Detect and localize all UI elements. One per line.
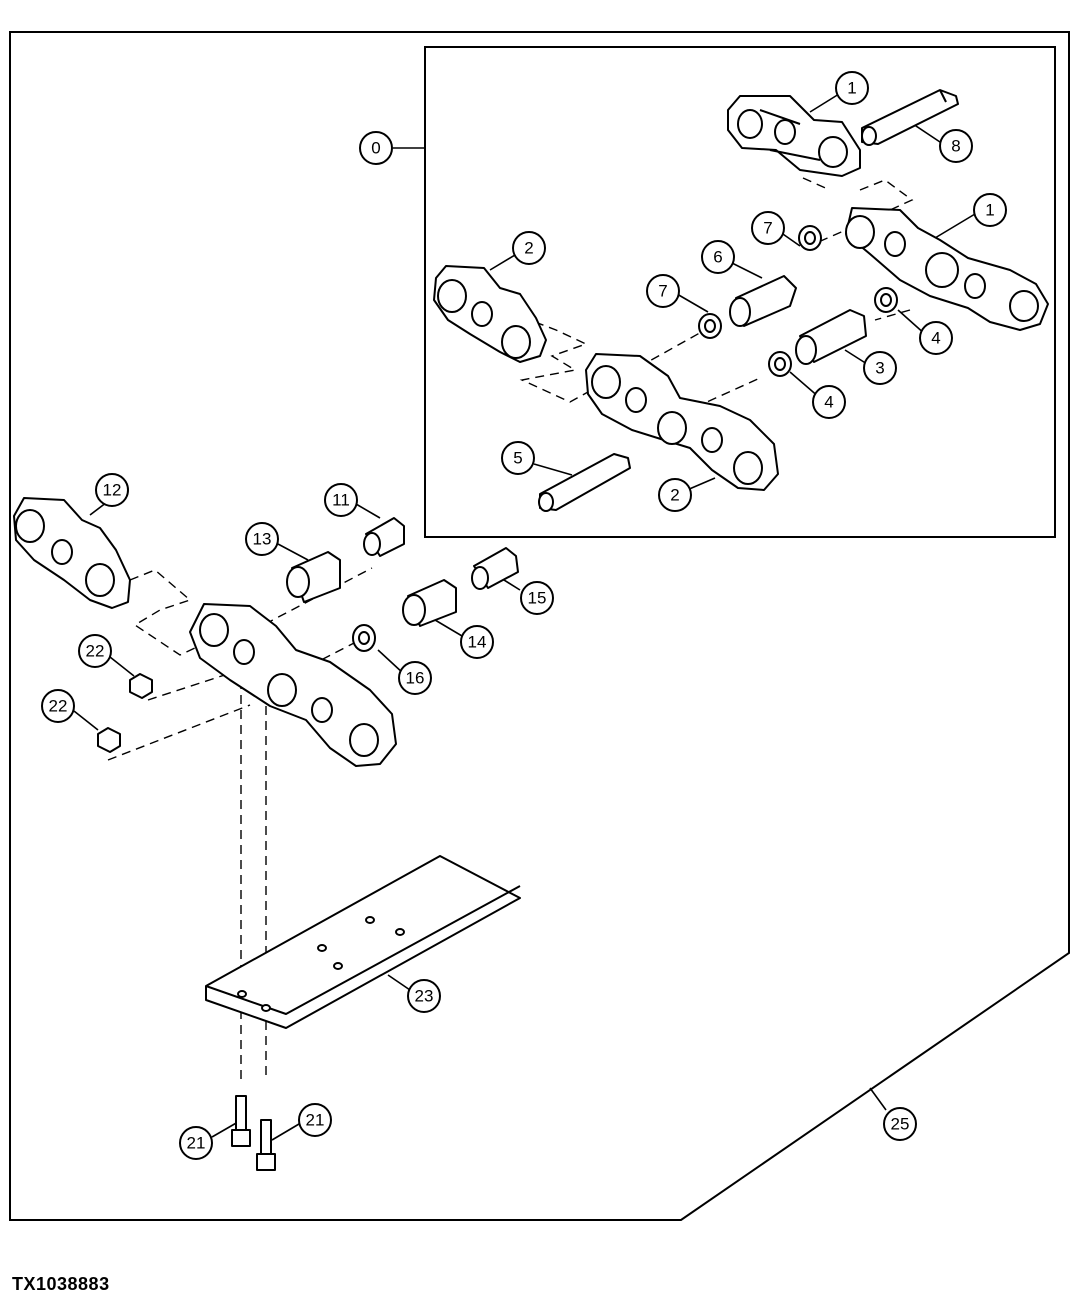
callout-8: 8 [939,129,973,163]
svg-text:7: 7 [658,282,667,301]
callout-2: 2 [512,231,546,265]
svg-text:23: 23 [415,987,434,1006]
svg-text:6: 6 [713,248,722,267]
bushing-3 [795,309,867,365]
callouts: 0 1 8 1 2 7 6 7 4 3 4 5 2 12 11 13 15 14… [41,71,1007,1160]
track-shoe-23 [205,855,521,1029]
svg-text:8: 8 [951,137,960,156]
svg-text:4: 4 [824,393,833,412]
callout-21: 21 [298,1103,332,1137]
bushing-14 [402,579,457,627]
callout-23: 23 [407,979,441,1013]
callout-1: 1 [973,193,1007,227]
link-left [433,265,547,363]
bushing-6 [729,275,797,327]
link-top-right [727,95,861,177]
track-link-parts [13,89,1049,1171]
link-12 [13,497,131,609]
svg-text:21: 21 [306,1111,325,1130]
callout-4: 4 [919,321,953,355]
svg-text:16: 16 [406,669,425,688]
seal-7-lower [698,313,722,339]
callout-25: 25 [883,1107,917,1141]
svg-text:1: 1 [847,79,856,98]
callout-12: 12 [95,473,129,507]
figure-id: TX1038883 [12,1274,110,1294]
seal-7-upper [798,225,822,251]
callout-21: 21 [179,1126,213,1160]
washer-16 [352,624,376,652]
bolt-21-right [256,1119,276,1171]
nut-22-lower [97,727,121,753]
callout-14: 14 [460,625,494,659]
inner-frame [424,46,1056,538]
svg-text:25: 25 [891,1115,910,1134]
bushing-11 [363,517,405,557]
callout-16: 16 [398,661,432,695]
callout-13: 13 [245,522,279,556]
svg-text:0: 0 [371,139,380,158]
callout-11: 11 [324,483,358,517]
svg-text:1: 1 [985,201,994,220]
svg-text:15: 15 [528,589,547,608]
svg-text:22: 22 [86,642,105,661]
bolt-21-left [231,1095,251,1147]
callout-0: 0 [359,131,393,165]
svg-text:12: 12 [103,481,122,500]
callout-15: 15 [520,581,554,615]
pin-8 [861,89,959,146]
bushing-15 [471,547,519,590]
washer-4-upper [874,287,898,313]
outer-frame [9,31,1070,1221]
svg-text:3: 3 [875,359,884,378]
svg-text:5: 5 [513,449,522,468]
callout-5: 5 [501,441,535,475]
callout-3: 3 [863,351,897,385]
link-center [585,353,779,491]
svg-text:7: 7 [763,219,772,238]
svg-text:11: 11 [332,491,350,510]
bushing-13 [286,551,341,603]
pin-5 [538,453,631,512]
link-right [845,207,1049,331]
svg-text:22: 22 [49,697,68,716]
svg-text:2: 2 [524,239,533,258]
svg-text:14: 14 [468,633,487,652]
nut-22-upper [129,673,153,699]
callout-1: 1 [835,71,869,105]
svg-text:21: 21 [187,1134,206,1153]
callout-7: 7 [751,211,785,245]
svg-text:4: 4 [931,329,940,348]
svg-text:2: 2 [670,486,679,505]
callout-4: 4 [812,385,846,419]
callout-2: 2 [658,478,692,512]
washer-4-lower [768,351,792,377]
svg-text:13: 13 [253,530,272,549]
callout-22: 22 [78,634,112,668]
callout-6: 6 [701,240,735,274]
callout-22: 22 [41,689,75,723]
link-bottom-center [189,603,397,767]
callout-7: 7 [646,274,680,308]
